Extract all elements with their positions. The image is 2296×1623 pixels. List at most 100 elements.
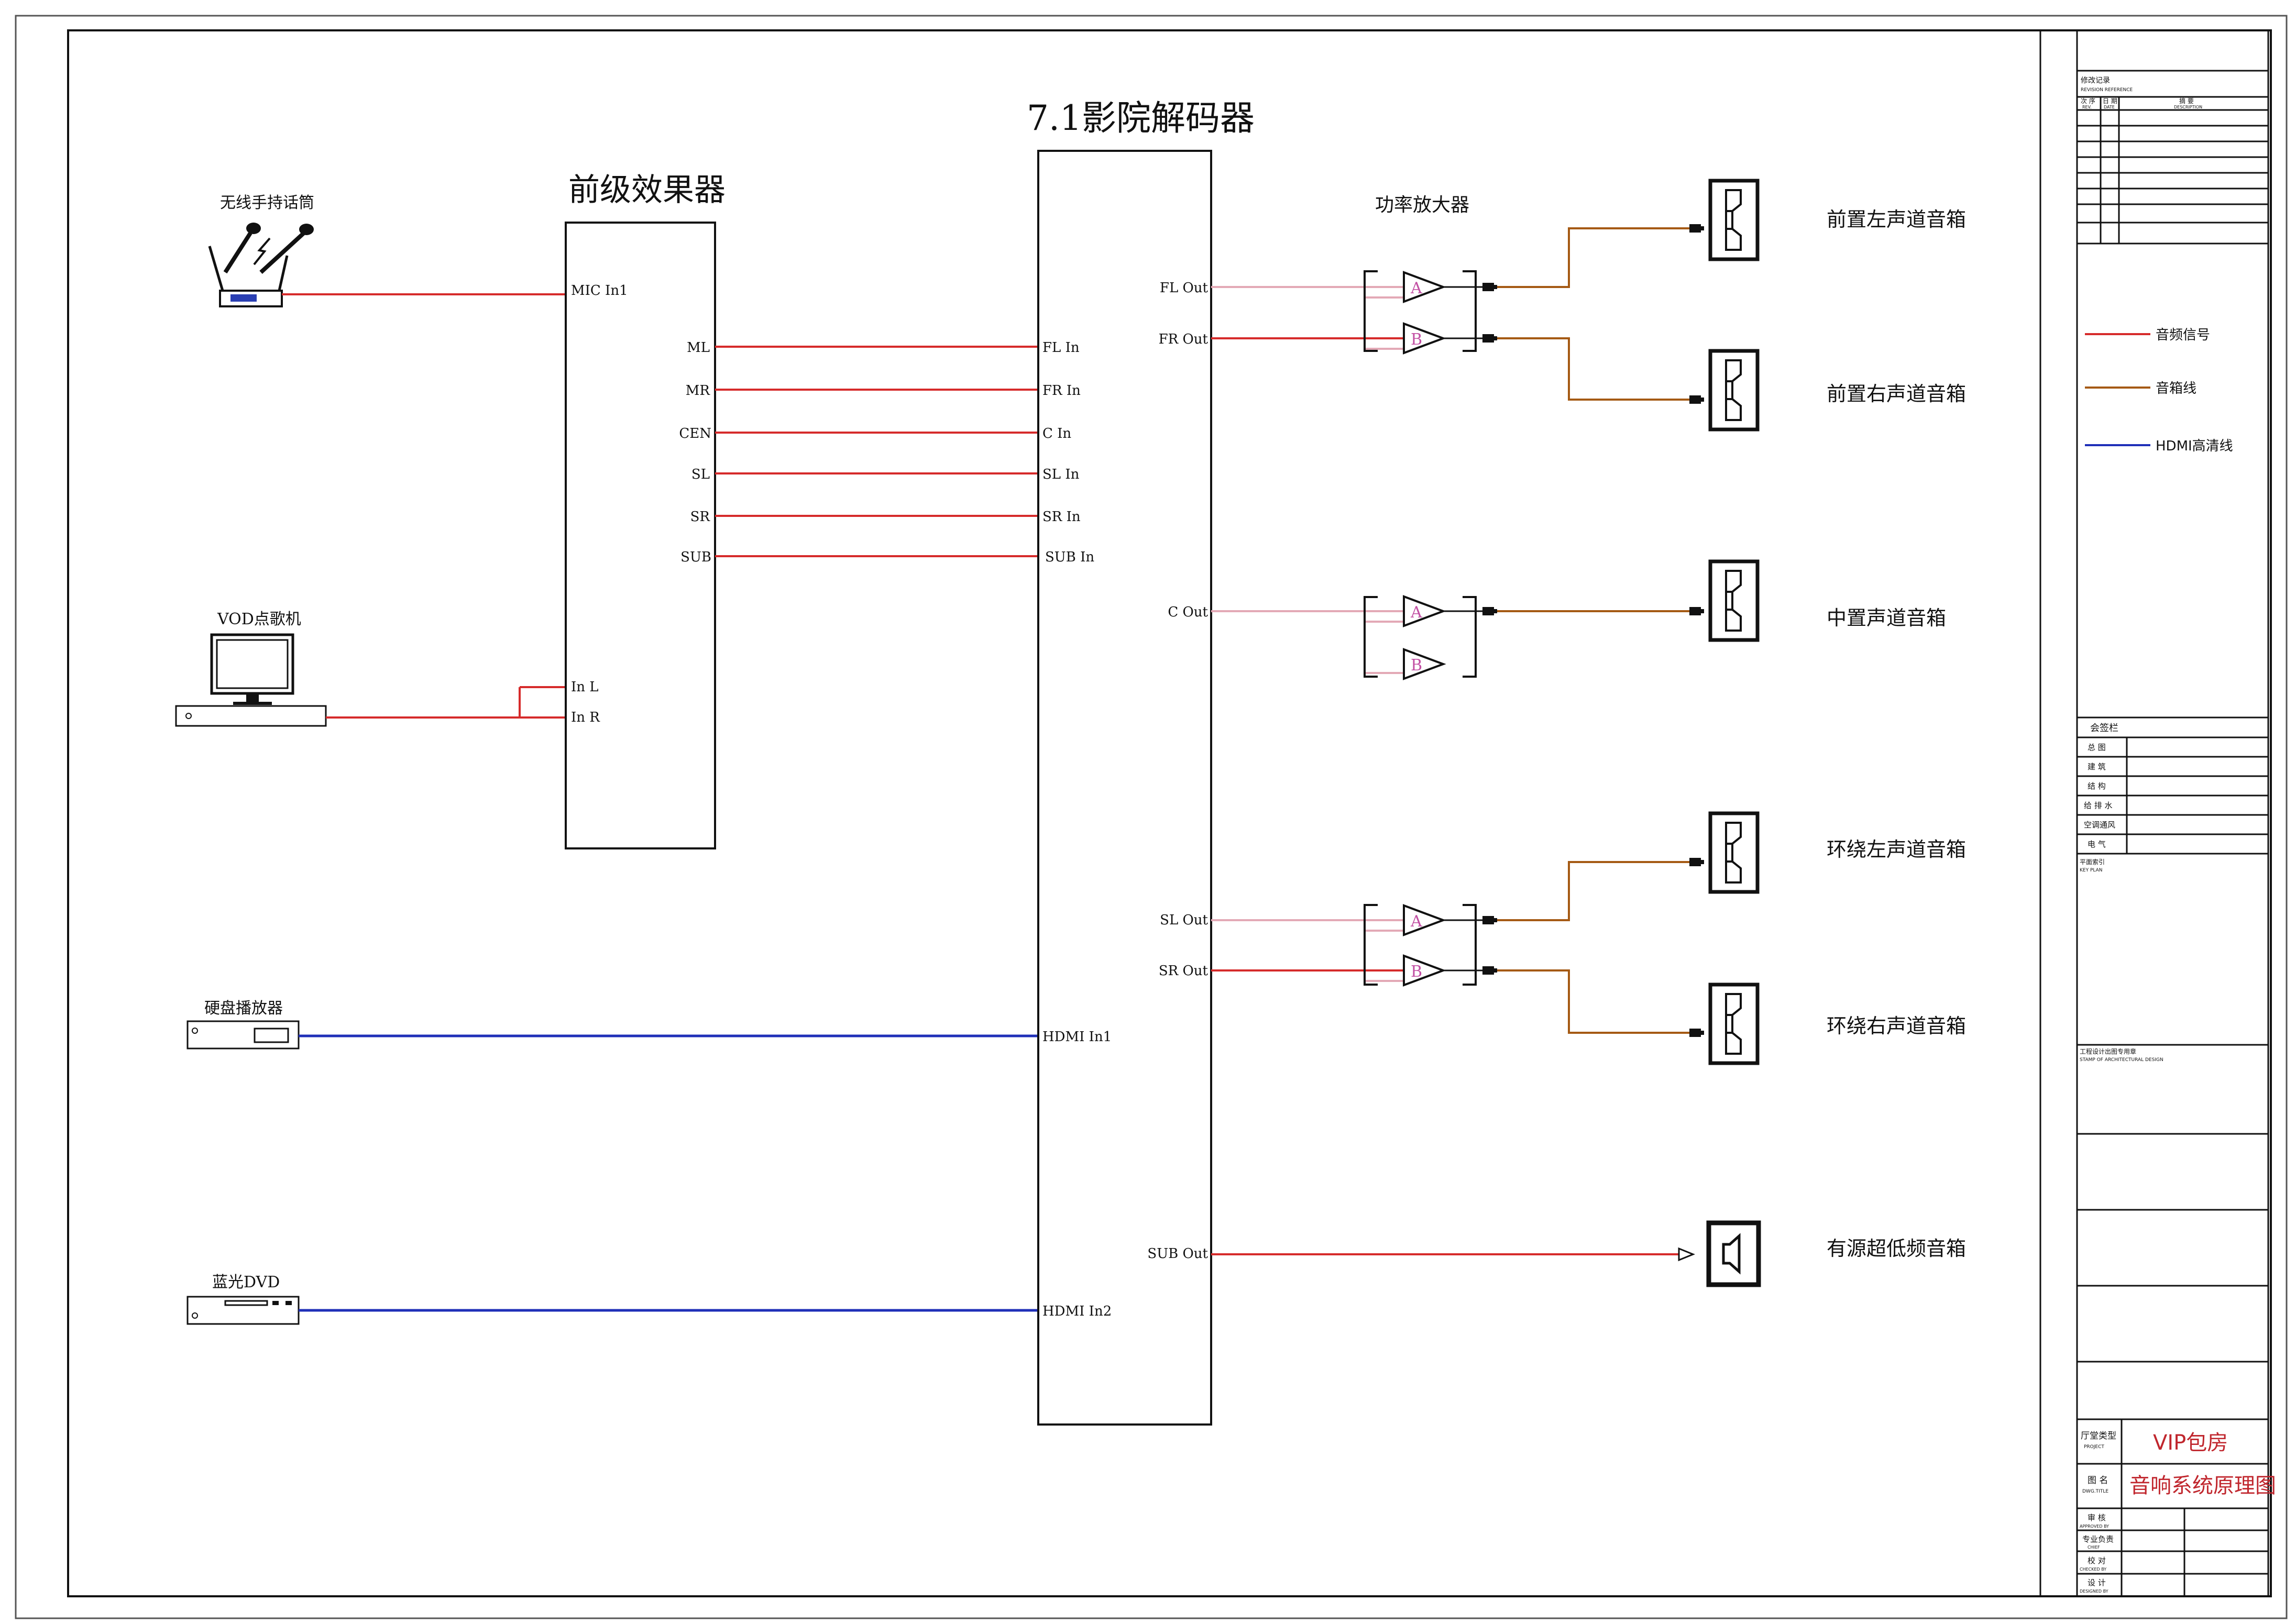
- vod-label: VOD点歌机: [217, 610, 301, 628]
- amp-surround-channel-a: A: [1410, 912, 1422, 931]
- speaker-front-right-label: 前置右声道音箱: [1827, 382, 1966, 405]
- revision-heading-en: REVISION REFERENCE: [2081, 87, 2133, 93]
- bluray-device: 蓝光DVD: [186, 1273, 1038, 1325]
- decoder-to-amp-lines: [1211, 286, 1679, 1255]
- speaker-surround-left: 环绕左声道音箱: [1710, 813, 1966, 892]
- decoder-sub-in: SUB In: [1045, 549, 1094, 565]
- decoder-sr-out: SR Out: [1159, 963, 1209, 979]
- subwoofer-icon: [1706, 1220, 1761, 1287]
- project-label: 厅堂类型: [2081, 1431, 2116, 1441]
- decoder-c-in: C In: [1042, 426, 1071, 441]
- bluray-label: 蓝光DVD: [212, 1273, 280, 1291]
- preamp-box: [565, 222, 716, 849]
- approved-label-en: APPROVED BY: [2080, 1524, 2109, 1529]
- sub-arrow-icon: [1678, 1247, 1695, 1262]
- signoff-general: 总 图: [2088, 743, 2106, 752]
- decoder-fr-out: FR Out: [1159, 332, 1209, 347]
- wireless-mic-device: 无线手持话筒: [208, 194, 566, 307]
- vod-device: VOD点歌机: [175, 610, 566, 727]
- stamp-label: 工程设计出图专用章: [2080, 1047, 2136, 1055]
- rev-col-date-en: DATE: [2104, 105, 2115, 109]
- decoder-fl-in: FL In: [1042, 340, 1080, 356]
- signoff-plumbing: 给 排 水: [2084, 801, 2113, 810]
- project-value: VIP包房: [2153, 1431, 2228, 1455]
- preamp-mic-in: MIC In1: [571, 283, 628, 299]
- microphone-icon: [223, 223, 314, 274]
- decoder-sub-out: SUB Out: [1147, 1246, 1208, 1262]
- signoff-electrical: 电 气: [2088, 840, 2106, 849]
- signoff-hvac: 空调通风: [2084, 820, 2115, 830]
- legend-hdmi: HDMI高清线: [2156, 438, 2233, 454]
- amp-surround-channel-b: B: [1411, 963, 1422, 981]
- drawing-title-label: 图 名: [2088, 1475, 2108, 1486]
- approved-label: 审 核: [2088, 1513, 2106, 1522]
- signoff-structure: 结 构: [2088, 781, 2106, 791]
- speaker-subwoofer-label: 有源超低频音箱: [1827, 1237, 1966, 1260]
- decoder-title: 7.1影院解码器: [1027, 98, 1255, 138]
- receiver-icon: [208, 246, 289, 307]
- speaker-icon: [1710, 985, 1757, 1063]
- title-block-text: 修改记录 REVISION REFERENCE 次 序 REV. 日 期 DAT…: [2080, 76, 2276, 1594]
- rev-col-desc-en: DESCRIPTION: [2174, 105, 2202, 109]
- amp-front-channel-b: B: [1411, 330, 1422, 349]
- speaker-icon: [1710, 561, 1757, 640]
- hdd-player-label: 硬盘播放器: [204, 999, 283, 1018]
- speaker-icon: [1710, 813, 1757, 892]
- chief-label: 专业负责: [2082, 1534, 2114, 1544]
- speaker-subwoofer: 有源超低频音箱: [1706, 1220, 1966, 1287]
- rev-col-date: 日 期: [2103, 97, 2117, 105]
- decoder-box: [1037, 150, 1212, 1426]
- preamp-to-decoder-lines: [715, 346, 1038, 557]
- speaker-surround-left-label: 环绕左声道音箱: [1827, 838, 1966, 861]
- drawing-title-value: 音响系统原理图: [2129, 1474, 2276, 1498]
- preamp-ml: ML: [687, 340, 710, 356]
- legend: 音频信号 音箱线 HDMI高清线: [2085, 327, 2233, 454]
- amp-center-channel-a: A: [1410, 603, 1422, 622]
- project-label-en: PROJECT: [2084, 1444, 2104, 1450]
- rev-col-no: 次 序: [2081, 97, 2095, 105]
- stamp-label-en: STAMP OF ARCHITECTURAL DESIGN: [2080, 1057, 2163, 1063]
- key-plan-label-en: KEY PLAN: [2080, 868, 2102, 873]
- speaker-front-left: 前置左声道音箱: [1710, 181, 1966, 259]
- legend-speaker-cable: 音箱线: [2156, 381, 2196, 396]
- decoder-c-out: C Out: [1168, 604, 1208, 620]
- speaker-icon: [1710, 181, 1757, 259]
- speaker-surround-right: 环绕右声道音箱: [1710, 985, 1966, 1063]
- decoder-sl-in: SL In: [1042, 467, 1080, 482]
- preamp-sr: SR: [690, 509, 711, 525]
- designed-label-en: DESIGNED BY: [2080, 1589, 2108, 1594]
- rev-col-no-en: REV.: [2082, 105, 2092, 109]
- drawing-border: [67, 29, 2272, 1597]
- speaker-cables: [1497, 227, 1689, 1034]
- key-plan-label: 平面索引: [2080, 858, 2105, 866]
- rev-col-desc: 摘 要: [2179, 97, 2194, 105]
- designed-label: 设 计: [2088, 1578, 2106, 1587]
- vod-signal-lines: [326, 686, 566, 719]
- signoff-heading: 会签栏: [2090, 723, 2118, 734]
- decoder-fl-out: FL Out: [1160, 280, 1209, 296]
- signoff-architecture: 建 筑: [2088, 762, 2106, 771]
- hdd-player-device: 硬盘播放器: [186, 999, 1038, 1050]
- preamp-mr: MR: [686, 383, 711, 399]
- amplifier-front: A B: [1364, 270, 1497, 355]
- speaker-front-left-label: 前置左声道音箱: [1827, 208, 1966, 231]
- preamp-in-l: In L: [571, 679, 599, 695]
- amplifier-title: 功率放大器: [1375, 194, 1469, 216]
- preamp: 前级效果器 MIC In1 ML MR CEN SL SR SUB In L I…: [565, 172, 726, 849]
- computer-icon: [175, 633, 327, 727]
- speaker-center-label: 中置声道音箱: [1827, 606, 1946, 630]
- outer-frame: [15, 15, 2288, 1619]
- speaker-center: 中置声道音箱: [1710, 561, 1946, 640]
- preamp-sl: SL: [691, 467, 710, 482]
- checked-label: 校 对: [2088, 1556, 2106, 1565]
- wireless-mic-label: 无线手持话筒: [220, 194, 314, 212]
- decoder-fr-in: FR In: [1042, 383, 1081, 399]
- amp-center-channel-b: B: [1411, 656, 1422, 675]
- speaker-icon: [1710, 351, 1757, 429]
- decoder-sl-out: SL Out: [1160, 912, 1208, 928]
- drawing-title-label-en: DWG.TITLE: [2082, 1489, 2108, 1494]
- amp-front-channel-a: A: [1410, 279, 1422, 297]
- legend-audio-signal: 音频信号: [2156, 327, 2210, 343]
- decoder-hdmi-in1: HDMI In1: [1042, 1029, 1112, 1045]
- checked-label-en: CHECKED BY: [2080, 1567, 2106, 1572]
